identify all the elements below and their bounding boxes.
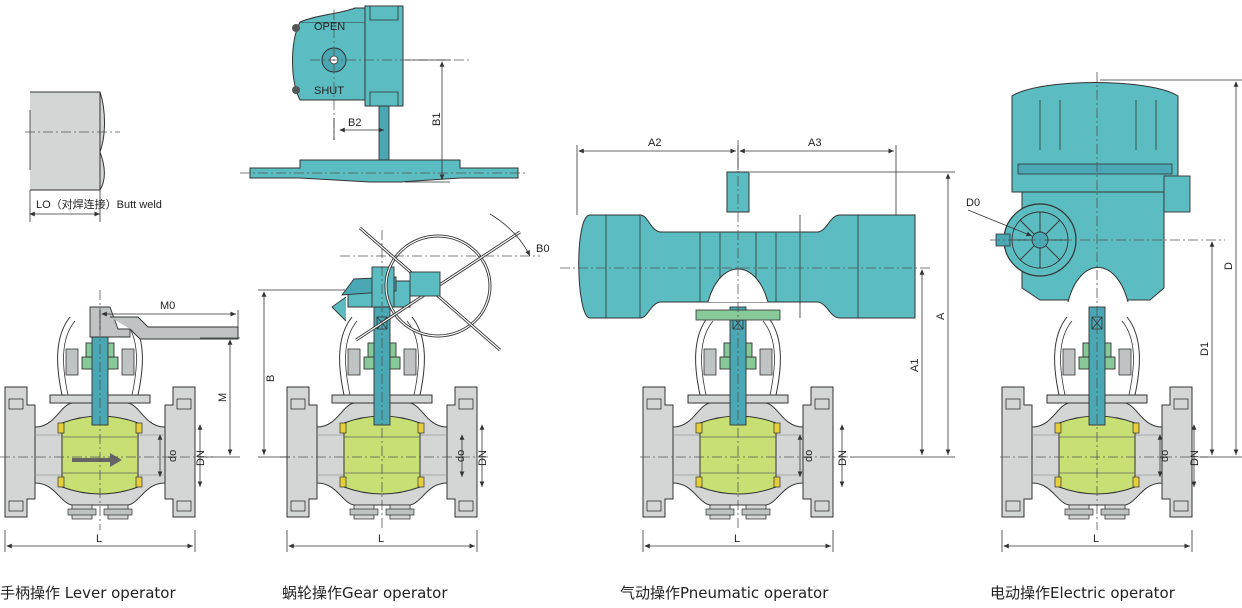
dim-m0: M0 [160, 300, 175, 312]
dim-l: L [1093, 533, 1099, 545]
dim-dn: DN [477, 450, 489, 466]
dim-do: do [167, 450, 179, 462]
dim-d0: D0 [966, 197, 980, 209]
electric-actuator [995, 82, 1191, 303]
pneumatic-actuator [578, 171, 916, 321]
gear-operator-top-view: OPEN SHUT B2 B1 [240, 5, 525, 183]
dim-a2: A2 [648, 137, 661, 149]
dim-b2: B2 [348, 117, 361, 129]
electric-operator-view: D0 D D1 do DN L 电动操作Electric operator [966, 72, 1242, 602]
gear-handwheel [355, 226, 521, 352]
open-indicator-label: OPEN [314, 21, 345, 33]
dim-d: D [1223, 262, 1235, 270]
dim-d1: D1 [1199, 342, 1211, 356]
gear-operator-view: B0 B do DN L 蜗轮操作Gear operator [258, 213, 549, 602]
dim-m: M [217, 393, 229, 402]
dim-dn: DN [195, 450, 207, 466]
dim-b1: B1 [431, 113, 443, 126]
pneumatic-caption: 气动操作Pneumatic operator [620, 584, 829, 602]
electric-caption: 电动操作Electric operator [990, 584, 1176, 602]
lever-operator-view: M0 M do DN L 手柄操作 Lever operator [0, 290, 240, 602]
butt-weld-label: LO（对焊连接）Butt weld [36, 197, 162, 211]
dim-l: L [378, 533, 384, 545]
dim-a1: A1 [909, 359, 921, 372]
gear-caption: 蜗轮操作Gear operator [282, 584, 448, 602]
dim-dn: DN [1189, 450, 1201, 466]
dim-dn: DN [837, 450, 849, 466]
dim-a: A [935, 312, 947, 320]
shut-indicator-label: SHUT [314, 85, 344, 97]
dim-a3: A3 [808, 137, 821, 149]
dim-do: do [1159, 450, 1171, 462]
dim-b: B [265, 375, 277, 382]
lever-caption: 手柄操作 Lever operator [0, 584, 176, 602]
dim-l: L [734, 533, 740, 545]
dim-do: do [803, 450, 815, 462]
dim-b0: B0 [536, 243, 549, 255]
pneumatic-operator-view: A2 A3 A A1 do DN L 气动操作Pneumatic operato… [560, 137, 955, 602]
dim-do: do [455, 450, 467, 462]
butt-weld-detail: LO（对焊连接）Butt weld [25, 91, 162, 222]
dim-l: L [96, 533, 102, 545]
